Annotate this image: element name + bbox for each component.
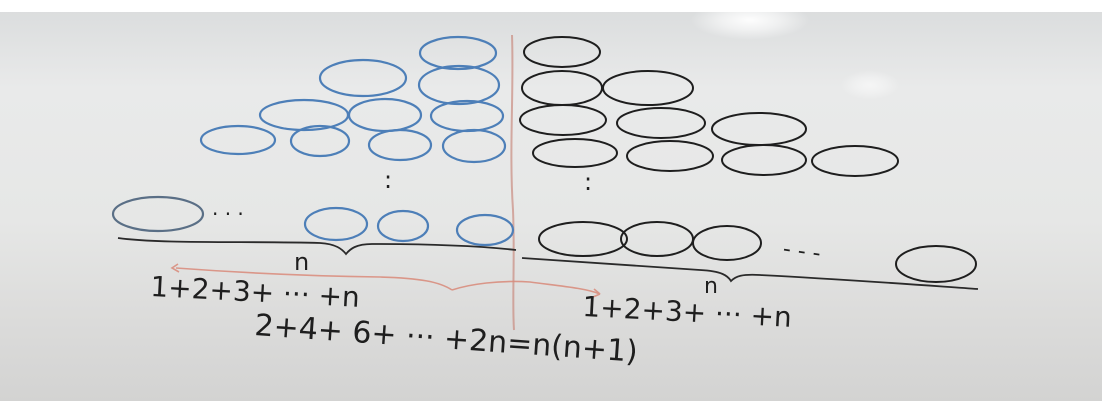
left-brace [118, 238, 516, 254]
blue-circle [349, 99, 421, 131]
blue-circle [457, 215, 513, 245]
blue-circle [260, 100, 348, 130]
blue-circle [378, 211, 428, 241]
black-circle [693, 226, 761, 260]
blue-circles [113, 37, 513, 245]
blue-circle [420, 37, 496, 69]
vertical-dots-right: : [584, 168, 592, 196]
black-circle [524, 37, 600, 67]
black-circle [539, 222, 627, 256]
blue-circle [291, 126, 349, 156]
blue-circle [443, 130, 505, 162]
black-circle [520, 105, 606, 135]
black-circle [533, 139, 617, 167]
blue-circle [201, 126, 275, 154]
blue-circle [305, 208, 367, 240]
blue-circle-bottom-left [113, 197, 203, 231]
black-circles [520, 37, 976, 282]
black-circle [617, 108, 705, 138]
black-circle [896, 246, 976, 282]
blue-circle [419, 66, 499, 104]
black-circle [522, 71, 602, 105]
blue-circle [369, 130, 431, 160]
black-circle [621, 222, 693, 256]
right-brace [522, 258, 978, 289]
horizontal-dots-left: · · · [212, 202, 244, 226]
black-circle [712, 113, 806, 145]
blue-circle [320, 60, 406, 96]
vertical-dots-left: : [384, 166, 392, 194]
left-brace-label: n [294, 248, 309, 276]
red-divider-line [511, 35, 514, 330]
blue-circle [431, 101, 503, 131]
black-circle [722, 145, 806, 175]
right-brace-label: n [704, 274, 718, 299]
black-circle [603, 71, 693, 105]
black-circle [812, 146, 898, 176]
black-circle [627, 141, 713, 171]
right-sum: 1+2+3+ ··· +n [582, 290, 793, 334]
horizontal-dots-right: - - - [781, 237, 822, 267]
